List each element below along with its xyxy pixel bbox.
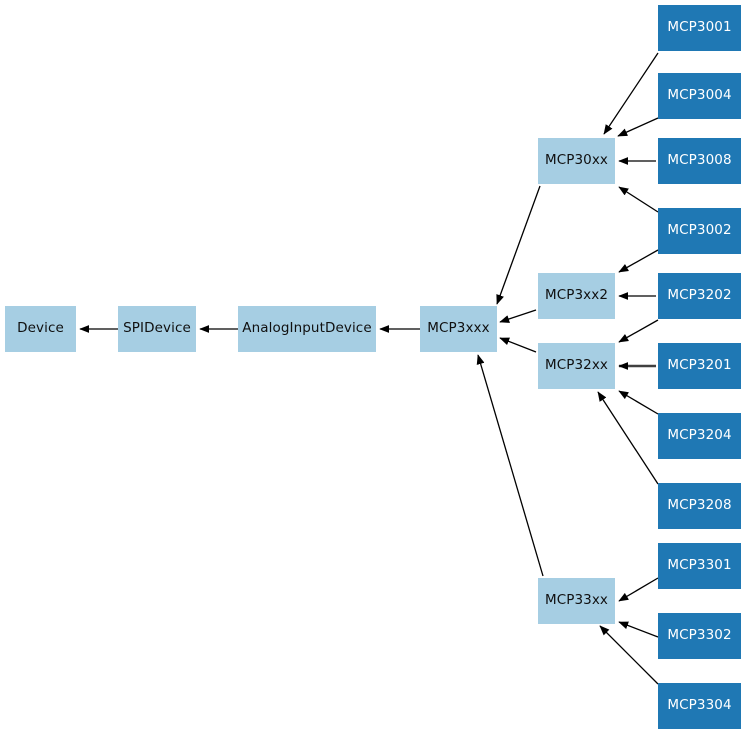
class-node-label: MCP3008 (667, 152, 732, 169)
class-node-mcp3008[interactable]: MCP3008 (658, 138, 741, 184)
edge-mcp3304-to-mcp33xx (599, 625, 659, 685)
class-node-mcp3001[interactable]: MCP3001 (658, 5, 741, 51)
edge-mcp3204-to-mcp32xx (618, 390, 659, 415)
edge-mcp3xx2-to-mcp3xxx (499, 309, 537, 323)
edge-mcp3202-to-mcp32xx (618, 319, 659, 343)
edge-mcp3302-to-mcp33xx (618, 621, 659, 638)
class-node-mcp3302[interactable]: MCP3302 (658, 613, 741, 659)
class-node-mcp3xxx[interactable]: MCP3xxx (420, 306, 497, 352)
class-node-label: MCP3208 (667, 497, 732, 514)
class-node-label: MCP32xx (544, 357, 609, 374)
class-node-label: MCP3302 (667, 627, 732, 644)
edge-mcp32xx-to-mcp3xxx (499, 337, 537, 353)
class-node-mcp3002[interactable]: MCP3002 (658, 208, 741, 254)
edge-mcp30xx-to-mcp3xxx (496, 185, 541, 305)
class-node-label: Device (17, 320, 64, 337)
class-node-label: MCP3001 (667, 19, 732, 36)
class-node-label: MCP3304 (667, 697, 732, 714)
class-node-mcp3304[interactable]: MCP3304 (658, 683, 741, 729)
class-node-mcp33xx[interactable]: MCP33xx (538, 578, 615, 624)
class-node-label: MCP30xx (544, 152, 609, 169)
class-node-mcp3301[interactable]: MCP3301 (658, 543, 741, 589)
edge-mcp3301-to-mcp33xx (618, 577, 659, 602)
class-node-mcp3202[interactable]: MCP3202 (658, 273, 741, 319)
class-node-label: MCP3xxx (427, 320, 490, 337)
class-node-mcp3208[interactable]: MCP3208 (658, 483, 741, 529)
class-node-mcp3201[interactable]: MCP3201 (658, 343, 741, 389)
class-node-label: AnalogInputDevice (242, 320, 372, 337)
class-node-label: SPIDevice (123, 320, 191, 337)
class-node-label: MCP3204 (667, 427, 732, 444)
class-node-mcp3204[interactable]: MCP3204 (658, 413, 741, 459)
class-node-analoginputdevice[interactable]: AnalogInputDevice (238, 306, 376, 352)
class-node-label: MCP3xx2 (544, 287, 609, 304)
class-node-mcp3xx2[interactable]: MCP3xx2 (538, 273, 615, 319)
edge-mcp33xx-to-mcp3xxx (476, 354, 544, 577)
class-node-label: MCP3202 (667, 287, 732, 304)
class-node-label: MCP3004 (667, 87, 732, 104)
edge-mcp3208-to-mcp32xx (597, 391, 659, 485)
class-node-label: MCP3002 (667, 222, 732, 239)
class-node-spidevice[interactable]: SPIDevice (118, 306, 196, 352)
class-node-mcp32xx[interactable]: MCP32xx (538, 343, 615, 389)
edge-mcp3002-to-mcp3xx2 (618, 249, 659, 273)
edge-mcp3002-to-mcp30xx (618, 186, 659, 213)
class-node-label: MCP33xx (544, 592, 609, 609)
class-node-mcp30xx[interactable]: MCP30xx (538, 138, 615, 184)
class-node-label: MCP3301 (667, 557, 732, 574)
edge-mcp3001-to-mcp30xx (603, 52, 659, 135)
edge-mcp3004-to-mcp30xx (617, 117, 659, 137)
class-node-label: MCP3201 (667, 357, 732, 374)
class-node-device[interactable]: Device (5, 306, 76, 352)
class-node-mcp3004[interactable]: MCP3004 (658, 73, 741, 119)
